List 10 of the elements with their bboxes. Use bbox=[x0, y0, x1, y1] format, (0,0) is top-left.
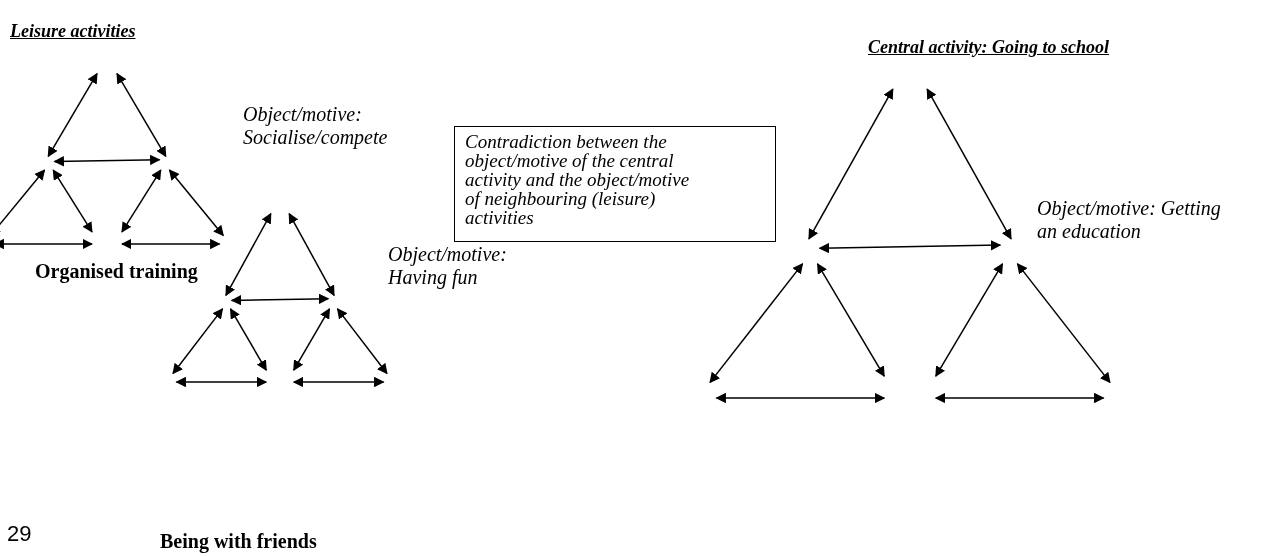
activity-name: Being with friends bbox=[160, 530, 317, 552]
note-text: Contradiction between the object/motive of the central activity and the object/motive of neighbouring (leisure) activities bbox=[465, 132, 691, 227]
note-box bbox=[454, 126, 776, 242]
heading: Central activity: Going to school bbox=[868, 37, 1109, 57]
page-number: 29 bbox=[7, 521, 32, 546]
motive-text: Object/motive: Having fun bbox=[388, 243, 507, 288]
motive-text: Object/motive: Socialise/compete bbox=[243, 103, 388, 148]
activity-name: Organised training bbox=[35, 260, 198, 282]
motive-text: Object/motive: Getting an education bbox=[1037, 197, 1221, 242]
heading: Leisure activities bbox=[10, 21, 136, 41]
